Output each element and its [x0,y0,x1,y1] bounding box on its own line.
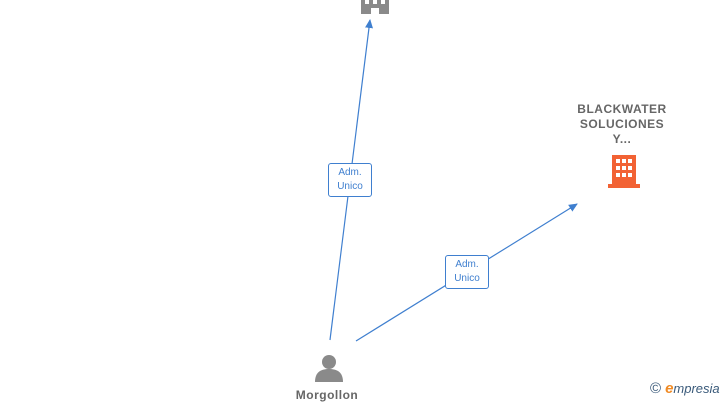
brand-logo-text: empresia [665,380,720,397]
brand-logo-rest: mpresia [673,381,720,396]
copyright-icon: © [650,380,662,397]
company-label-line-2: SOLUCIONES [579,117,665,131]
building-icon-top[interactable] [361,0,389,14]
edge-label-line-1: Adm. [455,259,479,270]
person-icon[interactable] [315,355,343,382]
empresia-brand[interactable]: © empresia [650,380,720,397]
brand-logo-e: e [665,380,674,397]
edge-label-top: Adm. Unico [328,163,372,197]
company-label-line-3: Y... [612,132,632,146]
company-label-line-1: BLACKWATER [577,102,667,116]
person-label[interactable]: Morgollon [295,388,359,402]
building-icon-blackwater[interactable] [608,155,640,188]
edge-label-line-2: Unico [337,181,363,192]
edge-label-line-1: Adm. [338,167,362,178]
company-label-blackwater[interactable]: BLACKWATER SOLUCIONES Y... [560,102,684,147]
edge-label-line-2: Unico [454,273,480,284]
edge-label-blackwater: Adm. Unico [445,255,489,289]
